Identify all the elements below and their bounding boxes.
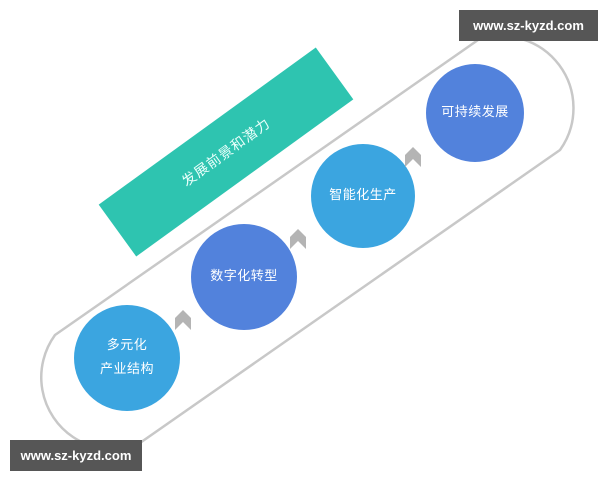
step-label-2: 数字化转型 bbox=[210, 265, 278, 289]
step-label-1-line2: 产业结构 bbox=[99, 362, 155, 377]
step-label-4: 可持续发展 bbox=[441, 101, 509, 125]
step-label-1: 多元化 产业结构 bbox=[100, 334, 154, 382]
watermark-top-right: www.sz-kyzd.com bbox=[459, 10, 598, 41]
chevron-right-icon bbox=[405, 147, 421, 167]
step-circle-3 bbox=[311, 144, 415, 248]
watermark-bottom-left: www.sz-kyzd.com bbox=[10, 440, 142, 471]
step-label-3-line1: 智能化生产 bbox=[329, 188, 397, 203]
step-circle-2 bbox=[191, 224, 297, 330]
step-circle-4 bbox=[426, 64, 524, 162]
step-label-3: 智能化生产 bbox=[329, 184, 397, 208]
chevron-right-icon bbox=[290, 229, 306, 249]
chevron-right-icon bbox=[175, 310, 191, 330]
step-label-4-line1: 可持续发展 bbox=[441, 105, 509, 120]
step-circle-1 bbox=[74, 305, 180, 411]
step-label-1-line1: 多元化 bbox=[106, 338, 148, 353]
step-label-2-line1: 数字化转型 bbox=[210, 269, 278, 284]
